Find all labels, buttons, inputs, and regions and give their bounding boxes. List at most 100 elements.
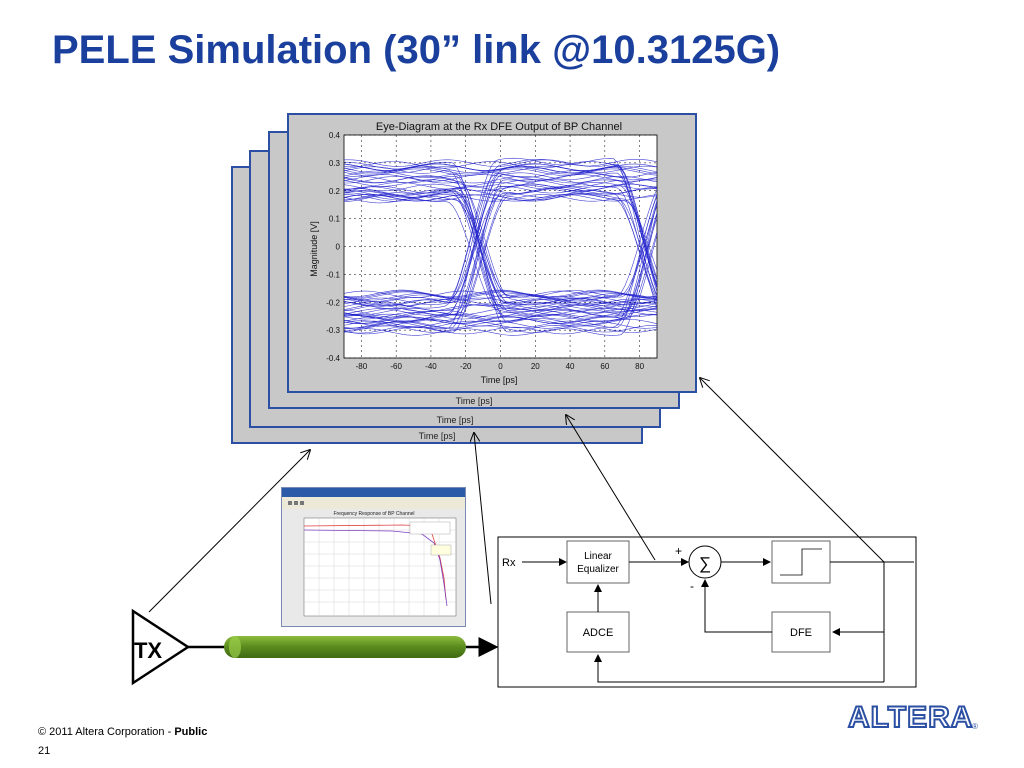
eye-diagram-title: Eye-Diagram at the Rx DFE Output of BP C… xyxy=(376,121,622,133)
logo-text: ALTERA xyxy=(848,701,973,733)
eye-trace xyxy=(344,318,657,327)
eye-trace xyxy=(344,303,657,311)
page-number: 21 xyxy=(38,745,51,757)
linear-equalizer-label-2: Equalizer xyxy=(577,564,619,575)
eye-trace xyxy=(344,185,657,329)
adce-label: ADCE xyxy=(583,627,614,639)
eye-ytick-label: -0.2 xyxy=(326,298,340,307)
thumb-titlebar xyxy=(282,488,465,497)
registered-mark: ® xyxy=(972,722,978,731)
eye-trace xyxy=(344,194,657,317)
plus-sign: + xyxy=(675,544,682,558)
eye-ytick-label: -0.1 xyxy=(326,270,340,279)
panel-xlabel: Time [ps] xyxy=(418,431,456,441)
eye-xtick-label: -80 xyxy=(356,362,368,371)
pointer-dfe-to-plot xyxy=(700,378,885,563)
thumb-legend xyxy=(409,521,451,535)
eye-trace xyxy=(344,161,657,310)
eye-xtick-label: 60 xyxy=(600,362,609,371)
frequency-response-thumbnail: Frequency Response of BP Channel xyxy=(281,487,466,627)
eye-trace xyxy=(344,159,657,289)
eye-trace xyxy=(344,233,657,324)
eye-trace xyxy=(344,192,657,322)
eye-trace xyxy=(344,313,657,322)
eye-trace xyxy=(344,179,657,334)
classification-label: Public xyxy=(174,726,208,738)
dfe-label: DFE xyxy=(790,627,812,639)
thumb-datatip xyxy=(430,544,452,556)
eye-traces xyxy=(344,157,657,336)
eye-trace xyxy=(344,166,657,307)
eye-trace xyxy=(344,200,657,336)
footer-copyright: © 2011 Altera Corporation - Public xyxy=(38,726,207,738)
eye-xtick-label: 20 xyxy=(531,362,540,371)
slide-title: PELE Simulation (30” link @10.3125G) xyxy=(52,28,781,72)
eye-trace xyxy=(344,186,657,306)
eye-ytick-label: -0.3 xyxy=(326,326,340,335)
eye-trace xyxy=(344,194,657,202)
eye-trace xyxy=(344,192,657,313)
eye-ytick-label: 0.2 xyxy=(329,187,341,196)
eye-trace xyxy=(344,195,657,302)
eye-trace xyxy=(344,204,657,329)
linear-equalizer-label-1: Linear xyxy=(584,551,612,562)
pointer-tx-to-plot xyxy=(148,450,310,613)
thumb-toolbar-icon xyxy=(294,501,298,505)
minus-sign: - xyxy=(690,579,694,593)
backplane-cable xyxy=(224,636,466,658)
copyright-text: © 2011 Altera Corporation - xyxy=(38,726,175,738)
eye-trace xyxy=(344,170,657,309)
eye-trace xyxy=(344,194,657,335)
eye-xtick-label: 80 xyxy=(635,362,644,371)
eye-diagram-chart: Eye-Diagram at the Rx DFE Output of BP C… xyxy=(309,121,658,385)
tx-label: TX xyxy=(134,638,162,663)
eye-trace xyxy=(344,194,657,296)
eye-ytick-label: 0.1 xyxy=(329,215,341,224)
eye-trace xyxy=(344,190,657,316)
eye-ylabel: Magnitude [V] xyxy=(309,221,319,277)
eye-trace xyxy=(344,174,657,182)
eye-xtick-label: -40 xyxy=(425,362,437,371)
eye-trace xyxy=(344,194,657,271)
rx-label: Rx xyxy=(502,557,516,569)
dfe-block xyxy=(771,611,831,653)
eye-ytick-label: -0.4 xyxy=(326,354,340,363)
eye-trace xyxy=(344,157,657,305)
eye-ytick-label: 0 xyxy=(336,243,341,252)
eye-trace xyxy=(344,304,657,312)
adce-block xyxy=(566,611,630,653)
thumb-toolbar xyxy=(282,497,465,509)
eye-trace xyxy=(344,293,657,301)
eye-trace xyxy=(344,185,657,319)
eye-trace xyxy=(344,166,657,310)
panel-xlabel: Time [ps] xyxy=(436,415,474,425)
eye-trace xyxy=(344,290,657,298)
eye-xtick-label: -60 xyxy=(390,362,402,371)
eye-trace xyxy=(344,175,657,333)
eye-xlabel: Time [ps] xyxy=(481,375,518,385)
altera-logo: ALTERA ® xyxy=(844,699,984,738)
eye-trace xyxy=(344,321,657,329)
eye-trace xyxy=(344,158,657,309)
eye-trace xyxy=(344,182,657,190)
cable-end xyxy=(229,636,241,658)
linear-equalizer-block xyxy=(566,540,630,584)
slicer-step-icon xyxy=(780,548,822,576)
eye-trace xyxy=(344,310,657,318)
thumb-toolbar-icon xyxy=(288,501,292,505)
tx-driver xyxy=(131,608,191,686)
thumb-plot-area xyxy=(303,517,457,617)
pointer-eq-to-plot xyxy=(566,415,656,561)
eye-trace xyxy=(344,176,657,305)
eye-ytick-label: 0.4 xyxy=(329,131,341,140)
eye-ytick-label: 0.3 xyxy=(329,159,341,168)
slicer-block xyxy=(771,540,831,584)
eye-diagram-panel: Eye-Diagram at the Rx DFE Output of BP C… xyxy=(287,113,697,393)
eye-trace xyxy=(344,307,657,316)
thumb-title: Frequency Response of BP Channel xyxy=(333,511,414,517)
thumb-toolbar-icon xyxy=(300,501,304,505)
eye-trace xyxy=(344,168,657,176)
eye-xtick-label: 40 xyxy=(566,362,575,371)
eye-trace xyxy=(344,190,657,317)
sum-symbol: ∑ xyxy=(699,554,711,573)
